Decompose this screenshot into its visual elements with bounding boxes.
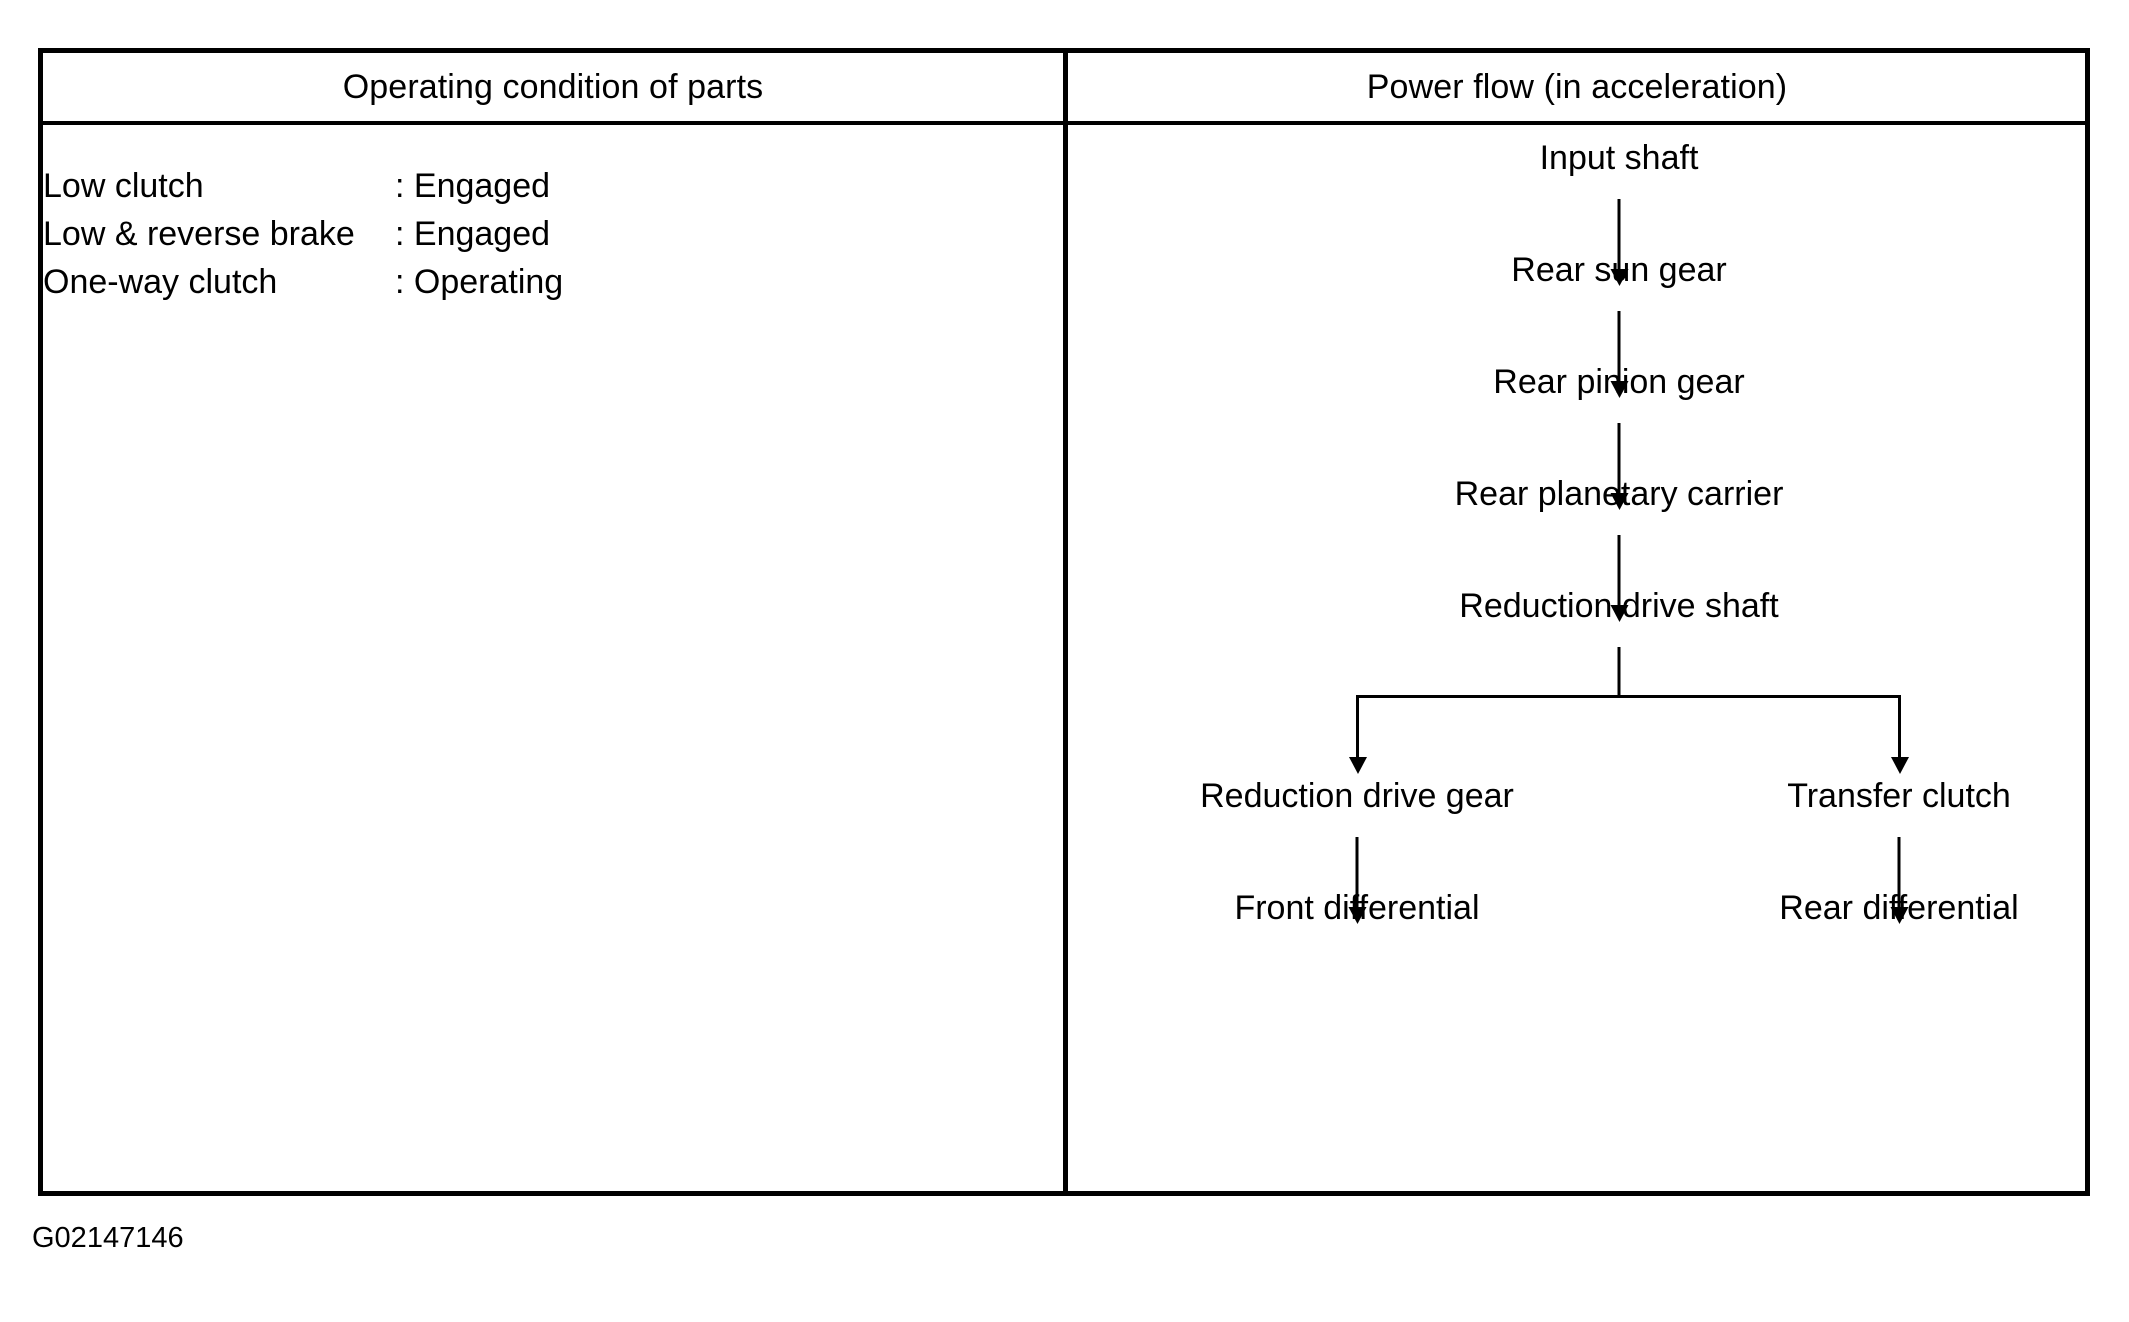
flow-arrow-rear-sun-gear-to-rear-pinion-gear: [1617, 311, 1621, 383]
list-item: One-way clutch : Operating: [43, 263, 1063, 311]
flow-node-rear-pinion-gear: Rear pinion gear: [1493, 363, 1745, 401]
flow-node-input-shaft: Input shaft: [1539, 139, 1699, 177]
part-state: : Engaged: [395, 215, 551, 253]
flow-node-reduction-drive-gear: Reduction drive gear: [1200, 777, 1514, 815]
flow-node-rear-sun-gear: Rear sun gear: [1511, 251, 1727, 289]
header-operating-condition: Operating condition of parts: [342, 67, 764, 106]
flow-node-rear-differential: Rear differential: [1779, 889, 2019, 927]
part-name: One-way clutch: [43, 263, 278, 301]
flow-node-rear-planetary-carrier: Rear planetary carrier: [1454, 475, 1784, 513]
flow-arrow-transfer-clutch-to-rear-differential: [1897, 837, 1901, 909]
flow-arrow-rear-pinion-gear-to-rear-planetary-carrier: [1617, 423, 1621, 495]
flow-arrow-rear-planetary-carrier-to-reduction-drive-shaft: [1617, 535, 1621, 607]
branch-leg-right: [1898, 695, 1901, 759]
flow-node-front-differential: Front differential: [1234, 889, 1480, 927]
part-name: Low & reverse brake: [43, 215, 355, 253]
list-item: Low clutch : Engaged: [43, 167, 1063, 215]
branch-stem: [1617, 647, 1621, 697]
column-divider: [1063, 53, 1068, 1191]
figure-caption: G02147146: [32, 1222, 184, 1254]
flow-arrow-input-shaft-to-rear-sun-gear: [1617, 199, 1621, 271]
header-power-flow: Power flow (in acceleration): [1366, 67, 1788, 106]
part-name: Low clutch: [43, 167, 204, 205]
list-item: Low & reverse brake : Engaged: [43, 215, 1063, 263]
parts-condition-list: Low clutch : Engaged Low & reverse brake…: [43, 125, 1063, 1191]
branch-horizontal-bar: [1356, 695, 1901, 698]
part-state: : Engaged: [395, 167, 551, 205]
flow-arrow-reduction-drive-gear-to-front-differential: [1355, 837, 1359, 909]
part-state: : Operating: [395, 263, 564, 301]
figure-table: Operating condition of parts Power flow …: [38, 48, 2090, 1196]
power-flow-diagram: Input shaft Rear sun gear Rear pinion ge…: [1069, 125, 2085, 1191]
branch-leg-left: [1356, 695, 1359, 759]
flow-node-reduction-drive-shaft: Reduction drive shaft: [1459, 587, 1779, 625]
flow-node-transfer-clutch: Transfer clutch: [1787, 777, 2011, 815]
